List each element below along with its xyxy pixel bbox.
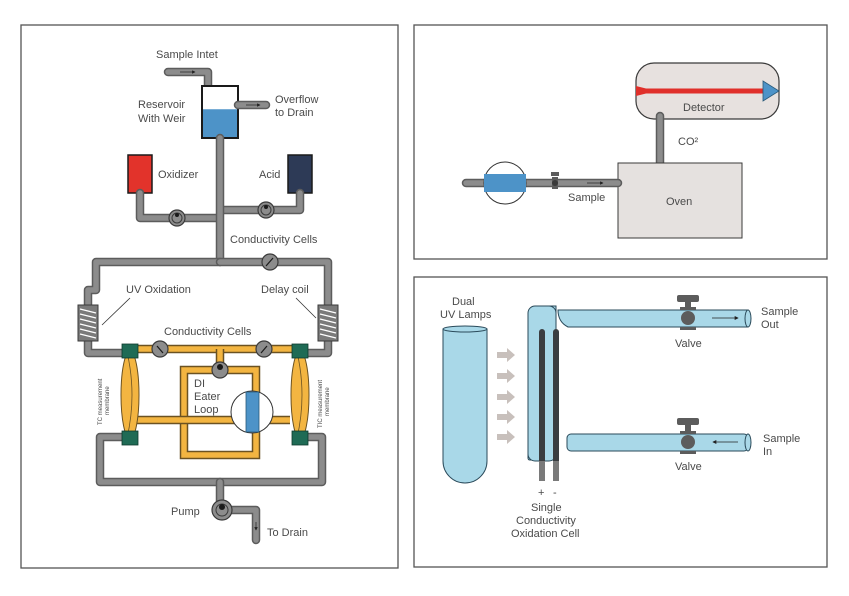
panel-uv-cell: Dual UV Lamps — [413, 276, 828, 568]
label-uv-oxidation: UV Oxidation — [126, 284, 191, 296]
uv-oxidation-coil — [77, 304, 99, 342]
conductivity-cell-icon — [261, 253, 279, 271]
detector — [635, 62, 780, 120]
label-sample-in-1: Sample — [763, 433, 800, 445]
label-conductivity-cells-top: Conductivity Cells — [230, 234, 318, 246]
oxidizer-bottle — [127, 154, 153, 194]
label-tc-membrane-2: membrane — [105, 386, 111, 415]
label-di-loop-2: Eater — [194, 391, 221, 403]
uv-light-arrows — [497, 348, 515, 444]
uv-oxidation-pointer — [101, 297, 131, 326]
tic-membrane — [290, 343, 310, 446]
label-tic-membrane-1: TIC measurement — [318, 380, 324, 428]
label-sample-out-2: Out — [761, 319, 779, 331]
label-cell-3: Oxidation Cell — [511, 528, 579, 540]
panel-combustion: Detector CO² Oven Sample — [413, 24, 828, 260]
label-lamps-1: Dual — [452, 296, 475, 308]
label-acid: Acid — [259, 169, 280, 181]
tc-membrane — [120, 343, 140, 446]
label-plus: + — [538, 487, 544, 499]
uv-lamp — [442, 325, 488, 484]
label-conductivity-cells-mid: Conductivity Cells — [164, 326, 252, 338]
sample-inlet-pipe — [163, 67, 213, 91]
main-loop-pipe — [83, 257, 333, 487]
oxidation-cell — [527, 305, 752, 481]
label-sample-out-1: Sample — [761, 306, 798, 318]
pump-icon — [211, 499, 233, 521]
label-co2: CO² — [678, 136, 699, 148]
conductivity-cell-right-icon — [255, 340, 273, 358]
uv-arrow-icon — [497, 369, 515, 383]
label-to-drain: To Drain — [267, 527, 308, 539]
label-reservoir-1: Reservoir — [138, 99, 185, 111]
reservoir — [201, 85, 239, 139]
label-valve-bottom: Valve — [675, 461, 702, 473]
reagent-pipes — [135, 133, 305, 267]
valve-bottom-icon — [677, 418, 699, 454]
label-overflow-2: to Drain — [275, 107, 314, 119]
label-delay-coil: Delay coil — [261, 284, 309, 296]
label-minus: - — [553, 487, 557, 499]
acid-bottle — [287, 154, 313, 194]
drain-pipe — [215, 477, 261, 545]
label-detector: Detector — [683, 102, 725, 114]
conductivity-cell-left-icon — [151, 340, 169, 358]
label-pump: Pump — [171, 506, 200, 518]
acid-pump-icon — [257, 201, 275, 219]
label-oven: Oven — [666, 196, 692, 208]
label-di-loop-1: DI — [194, 378, 205, 390]
label-valve-top: Valve — [675, 338, 702, 350]
sample-magnifier — [483, 161, 527, 205]
label-reservoir-2: With Weir — [138, 113, 186, 125]
label-cell-2: Conductivity — [516, 515, 576, 527]
di-loop-pump-icon — [211, 361, 229, 379]
panel-toc-system: Sample Intet Reservoir With Weir Overflo… — [20, 24, 399, 569]
sample-valve-icon — [551, 172, 559, 189]
label-di-loop-3: Loop — [194, 404, 218, 416]
valve-top-icon — [677, 295, 699, 330]
delay-coil — [317, 304, 339, 342]
label-sample: Sample — [568, 192, 605, 204]
label-tc-membrane-1: TC measurement — [98, 378, 104, 425]
label-cell-1: Single — [531, 502, 562, 514]
ion-exchange-cartridge — [230, 390, 274, 434]
label-lamps-2: UV Lamps — [440, 309, 492, 321]
delay-coil-pointer — [295, 297, 317, 319]
uv-arrow-icon — [497, 430, 515, 444]
uv-arrow-icon — [497, 410, 515, 424]
sensor-triangle-icon — [762, 80, 780, 102]
label-sample-inlet: Sample Intet — [156, 49, 218, 61]
label-oxidizer: Oxidizer — [158, 169, 199, 181]
label-tic-membrane-2: membrane — [325, 387, 331, 416]
beam-arrow-icon — [636, 86, 656, 96]
uv-arrow-icon — [497, 390, 515, 404]
oxidizer-pump-icon — [168, 209, 186, 227]
label-sample-in-2: In — [763, 446, 772, 458]
oven — [617, 162, 743, 239]
label-overflow-1: Overflow — [275, 94, 318, 106]
uv-arrow-icon — [497, 348, 515, 362]
